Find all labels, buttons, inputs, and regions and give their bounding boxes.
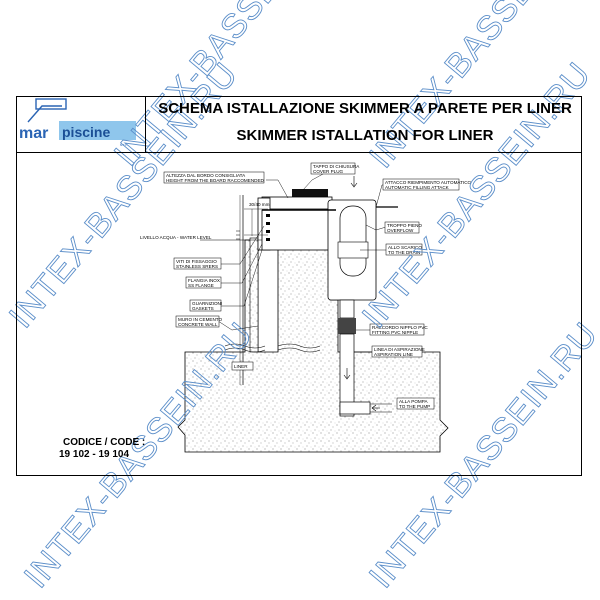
auto-fill-label-en: AUTOMATIC FILLING ATTACK [385, 185, 450, 190]
logo-brand-suffix: s.r.l. [120, 142, 127, 147]
suction-pipe [338, 299, 392, 417]
screws-label-en: STAINLESS SRERS [176, 264, 218, 269]
header-row: SCHEMA ISTALLAZIONE SKIMMER A PARETE PER… [17, 97, 581, 153]
water-level-label: LIVELLO ACQUA - WATER LEVEL [140, 235, 212, 240]
code-label: CODICE / CODE : [63, 437, 146, 448]
overflow-label-en: OVERFLOW [387, 228, 414, 233]
drain-label-en: TO THE DRAIN [388, 250, 420, 255]
cover-plug-label-it: TAPPO DI CHIUSURA [313, 164, 360, 169]
flange-label-en: SS FLANGE [188, 283, 214, 288]
gaskets-label-it: GUARNIZIONI [192, 301, 222, 306]
board-height-label-it: ALTEZZA DAL BORDO CONSIGLIATA [166, 173, 246, 178]
logo-cell [17, 97, 146, 152]
board-height-label-en: HEIGHT FROM THE BOARD RACCOMENDED [166, 178, 265, 183]
concrete-mass [177, 235, 449, 453]
suction-line-label-en: ASPIRATION LINE [374, 352, 413, 357]
concrete-wall-label-it: MURO IN CEMENTO [178, 317, 222, 322]
screws-label-it: VITI DI FISSAGGIO [176, 259, 217, 264]
logo: mar piscine s.r.l. [18, 98, 136, 147]
liner-label: LINER [234, 364, 248, 369]
drawing-sheet: SCHEMA ISTALLAZIONE SKIMMER A PARETE PER… [16, 96, 582, 476]
to-pump-label-it: ALLA POMPA [399, 399, 428, 404]
dimension-label: 30/40 mm [249, 202, 270, 207]
logo-brand-right: piscine [62, 124, 110, 140]
overflow-label-it: TROPPO PIENO [387, 223, 422, 228]
to-pump-label-en: TO THE PUMP [399, 404, 430, 409]
label-boxes: TAPPO DI CHIUSURA COVER PLUG ALTEZZA DAL… [140, 162, 472, 410]
title-italian: SCHEMA ISTALLAZIONE SKIMMER A PARETE PER… [158, 100, 572, 117]
skimmer-body [257, 189, 398, 301]
code-value: 19 102 - 19 104 [59, 449, 130, 460]
auto-fill-label-it: ATTACCO RIEMPIMENTO AUTOMATICO [385, 180, 472, 185]
suction-line-label-it: LINEA DI ASPIRAZIONE [374, 347, 425, 352]
nipple-label-it: RACCORDO NIPPLO PVC [372, 325, 428, 330]
logo-brand-left: mar [19, 125, 48, 142]
title-english: SKIMMER ISTALLATION FOR LINER [236, 127, 494, 144]
flange-label-it: FLANGIA INOX [188, 278, 220, 283]
drain-label-it: ALLO SCARICO [388, 245, 422, 250]
nipple-label-en: FITTING PVC NIPPLE [372, 330, 418, 335]
cover-plug-label-en: COVER PLUG [313, 169, 344, 174]
gaskets-label-en: GASKETS [192, 306, 214, 311]
concrete-wall-label-en: CONCRETE WALL [178, 322, 218, 327]
